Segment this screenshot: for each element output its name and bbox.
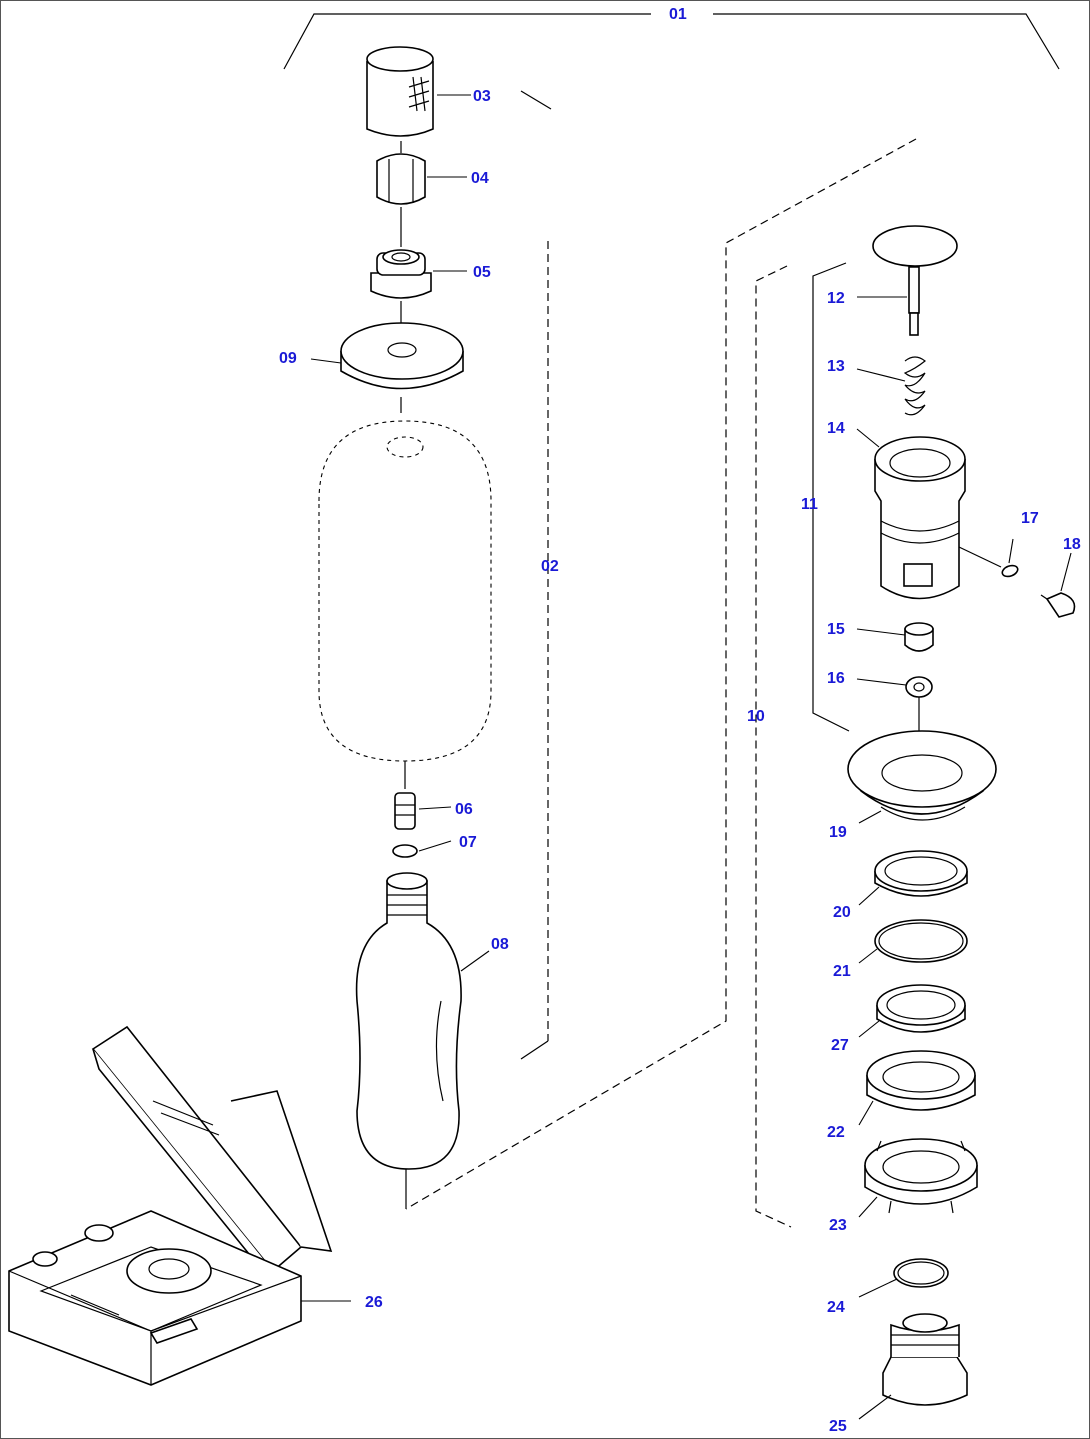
part-13-spring xyxy=(903,356,926,416)
bracket-11 xyxy=(812,262,850,732)
callout-labels: 01 02 03 04 05 06 07 08 09 10 11 12 13 1… xyxy=(279,6,1081,1435)
bracket-01 xyxy=(283,13,1060,110)
part-26-case xyxy=(8,1025,333,1386)
callout-14: 14 xyxy=(827,420,845,437)
callout-20: 20 xyxy=(833,904,851,921)
callout-07: 07 xyxy=(459,834,477,851)
part-27-ring xyxy=(876,984,966,1033)
callout-26: 26 xyxy=(365,1294,383,1311)
callout-06: 06 xyxy=(455,801,473,818)
callout-23: 23 xyxy=(829,1217,847,1234)
callout-21: 21 xyxy=(833,963,851,980)
part-18-screw xyxy=(1040,592,1076,618)
part-06-valve-core xyxy=(394,792,416,830)
callout-24: 24 xyxy=(827,1299,845,1316)
callout-13: 13 xyxy=(827,358,845,375)
callout-17: 17 xyxy=(1021,510,1039,527)
part-15-nut xyxy=(904,622,934,652)
callout-03: 03 xyxy=(473,88,491,105)
callout-04: 04 xyxy=(471,170,489,187)
part-09-disc xyxy=(340,322,464,390)
callout-15: 15 xyxy=(827,621,845,638)
callout-05: 05 xyxy=(473,264,491,281)
part-07-o-ring xyxy=(392,844,418,858)
part-20-ring xyxy=(874,850,968,897)
callout-01: 01 xyxy=(669,6,687,23)
part-25-adapter xyxy=(882,1313,968,1406)
callout-10: 10 xyxy=(747,708,765,725)
part-12-plunger xyxy=(872,225,958,336)
part-19-seat xyxy=(847,730,997,821)
part-24-o-ring xyxy=(893,1258,949,1288)
callout-09: 09 xyxy=(279,350,297,367)
callout-22: 22 xyxy=(827,1124,845,1141)
part-03-cap xyxy=(366,46,434,137)
callout-19: 19 xyxy=(829,824,847,841)
part-05-fitting xyxy=(370,249,432,299)
part-16-washer xyxy=(905,676,933,698)
part-08-bladder xyxy=(355,872,462,1170)
part-04-hex-nut xyxy=(376,153,426,205)
bracket-02 xyxy=(520,241,549,1060)
part-22-gland xyxy=(866,1050,976,1111)
leader-lines xyxy=(301,94,1072,1420)
part-17-washer xyxy=(1001,564,1019,578)
part-02-bladder-ghost xyxy=(318,420,492,762)
callout-11: 11 xyxy=(801,496,818,513)
part-14-body xyxy=(874,436,966,600)
callout-12: 12 xyxy=(827,290,845,307)
bracket-10 xyxy=(405,138,917,1228)
part-23-ring-nut xyxy=(864,1138,978,1214)
callout-08: 08 xyxy=(491,936,509,953)
callout-27: 27 xyxy=(831,1037,849,1054)
callout-25: 25 xyxy=(829,1418,847,1435)
callout-02: 02 xyxy=(541,558,559,575)
part-21-o-ring xyxy=(874,919,968,963)
callout-18: 18 xyxy=(1063,536,1081,553)
callout-16: 16 xyxy=(827,670,845,687)
